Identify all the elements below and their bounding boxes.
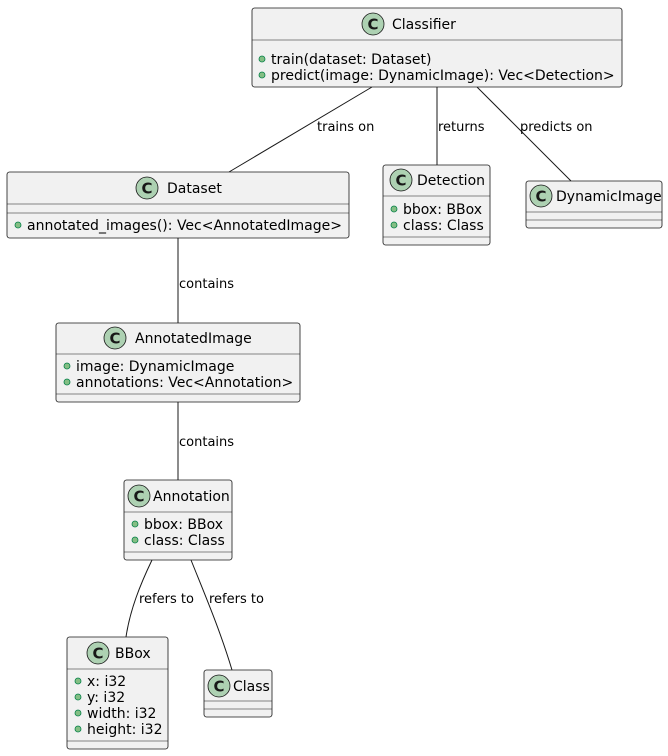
edges: trains on returns predicts on contains c…	[125, 86, 593, 671]
edge-label-refers-to: refers to	[139, 592, 194, 607]
edge-annotation-class: refers to	[190, 559, 264, 671]
public-visibility-icon	[390, 221, 398, 229]
member: predict(image: DynamicImage): Vec<Detect…	[271, 68, 615, 84]
class-name: Detection	[417, 173, 485, 189]
class-name: Annotation	[153, 489, 230, 505]
member: bbox: BBox	[144, 517, 223, 533]
member: annotated_images(): Vec<AnnotatedImage>	[27, 218, 342, 234]
class-c-icon-letter: C	[92, 645, 103, 663]
class-c-icon-letter: C	[535, 188, 546, 206]
class-name: Classifier	[392, 17, 456, 33]
public-visibility-icon	[14, 221, 22, 229]
class-box	[6, 171, 350, 239]
public-visibility-icon	[63, 378, 71, 386]
class-name: Class	[233, 679, 270, 695]
member: train(dataset: Dataset)	[271, 52, 431, 68]
member: bbox: BBox	[403, 202, 482, 218]
class-name: DynamicImage	[556, 189, 662, 205]
edge-label-returns: returns	[438, 120, 485, 135]
class-name: BBox	[115, 646, 151, 662]
class-c-icon	[127, 484, 151, 508]
class-bbox[interactable]: C BBox x: i32 y: i32 width: i32 height: …	[66, 636, 169, 750]
class-annotation[interactable]: C Annotation bbox: BBox class: Class	[123, 479, 233, 561]
edge-annotatedimage-annotation: contains	[177, 402, 234, 480]
public-visibility-icon	[131, 520, 139, 528]
public-visibility-icon	[74, 709, 82, 717]
member: height: i32	[87, 722, 163, 738]
class-annotatedimage[interactable]: C AnnotatedImage image: DynamicImage ann…	[55, 322, 301, 403]
class-name: AnnotatedImage	[135, 331, 252, 347]
edge-line	[228, 86, 373, 173]
edge-line	[125, 559, 153, 638]
member: annotations: Vec<Annotation>	[76, 375, 293, 391]
public-visibility-icon	[74, 693, 82, 701]
edge-line	[190, 559, 233, 671]
class-c-icon-letter: C	[367, 16, 378, 34]
class-box	[66, 636, 169, 750]
class-dataset[interactable]: C Dataset annotated_images(): Vec<Annota…	[6, 171, 350, 239]
class-c-icon-letter: C	[109, 330, 120, 348]
class-c-icon	[529, 184, 553, 208]
class-box	[525, 180, 663, 229]
edge-classifier-detection: returns	[436, 87, 485, 165]
class-classifier[interactable]: C Classifier train(dataset: Dataset) pre…	[251, 7, 623, 88]
member: class: Class	[403, 218, 484, 234]
edge-classifier-dynamicimage: predicts on	[476, 86, 593, 182]
class-c-icon	[103, 326, 127, 350]
public-visibility-icon	[63, 362, 71, 370]
edge-label-contains: contains	[179, 435, 234, 450]
class-c-icon-letter: C	[395, 172, 406, 190]
public-visibility-icon	[258, 55, 266, 63]
member: y: i32	[87, 690, 125, 706]
class-c-icon-letter: C	[213, 678, 224, 696]
public-visibility-icon	[258, 71, 266, 79]
class-c-icon-letter: C	[133, 488, 144, 506]
member: x: i32	[87, 674, 126, 690]
class-dynamicimage[interactable]: C DynamicImage	[525, 180, 663, 229]
class-c-icon	[86, 641, 110, 665]
member: class: Class	[144, 533, 225, 549]
public-visibility-icon	[74, 677, 82, 685]
class-class[interactable]: C Class	[203, 669, 273, 718]
edge-dataset-annotatedimage: contains	[177, 238, 234, 323]
class-c-icon	[207, 674, 231, 698]
edge-label-refers-to: refers to	[209, 592, 264, 607]
public-visibility-icon	[131, 536, 139, 544]
class-c-icon-letter: C	[141, 180, 152, 198]
edge-label-contains: contains	[179, 277, 234, 292]
class-box	[251, 7, 623, 88]
public-visibility-icon	[74, 725, 82, 733]
class-c-icon	[135, 176, 159, 200]
public-visibility-icon	[390, 205, 398, 213]
edge-annotation-bbox: refers to	[125, 559, 194, 638]
class-c-icon	[361, 12, 385, 36]
edge-label-trains-on: trains on	[317, 120, 374, 135]
member: width: i32	[87, 706, 156, 722]
edge-line	[476, 86, 572, 182]
class-c-icon	[389, 168, 413, 192]
member: image: DynamicImage	[76, 359, 234, 375]
edge-label-predicts-on: predicts on	[520, 120, 593, 135]
edge-classifier-dataset: trains on	[228, 86, 374, 173]
class-box	[123, 479, 233, 561]
class-name: Dataset	[167, 181, 222, 197]
class-detection[interactable]: C Detection bbox: BBox class: Class	[382, 164, 491, 246]
